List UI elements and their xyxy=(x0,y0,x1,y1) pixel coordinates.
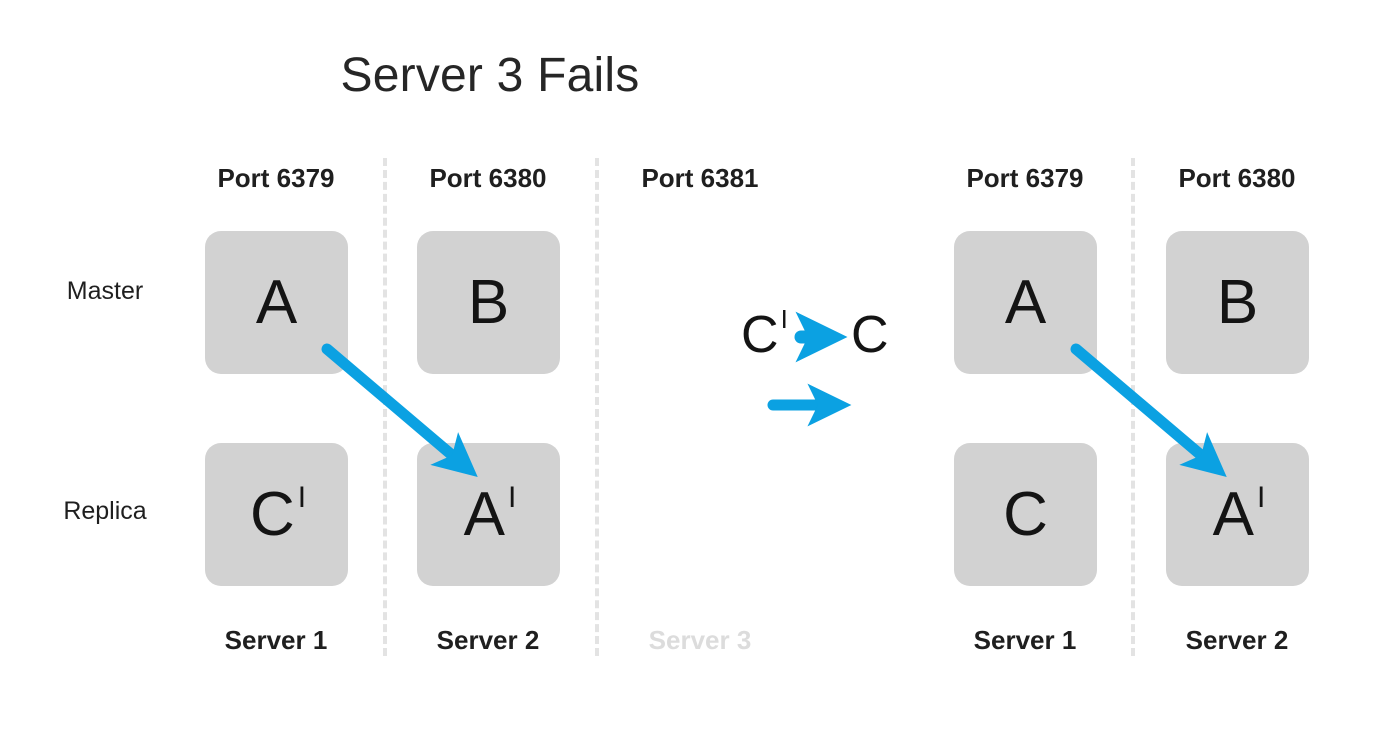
port-label-before-3: Port 6381 xyxy=(641,163,759,193)
column-divider-left-1 xyxy=(383,158,387,656)
node-glyph: A xyxy=(1004,267,1047,337)
page-title: Server 3 Fails xyxy=(340,49,640,102)
port-label-before-1: Port 6379 xyxy=(217,163,335,193)
node-after-s2-master[interactable]: B xyxy=(1166,231,1309,374)
node-before-s1-master[interactable]: A xyxy=(205,231,348,374)
transition-from-label: CI xyxy=(741,303,788,364)
server-label-after-1: Server 1 xyxy=(973,625,1077,655)
column-divider-right-1 xyxy=(1131,158,1135,656)
row-label-master: Master xyxy=(66,277,144,305)
node-after-s1-master[interactable]: A xyxy=(954,231,1097,374)
port-label-before-2: Port 6380 xyxy=(429,163,547,193)
port-label-after-1: Port 6379 xyxy=(966,163,1084,193)
column-divider-left-2 xyxy=(595,158,599,656)
server-label-before-2: Server 2 xyxy=(436,625,540,655)
server-label-after-2: Server 2 xyxy=(1185,625,1289,655)
server-label-before-1: Server 1 xyxy=(224,625,328,655)
node-glyph: A xyxy=(255,267,298,337)
node-after-s1-replica[interactable]: C xyxy=(954,443,1097,586)
node-glyph: C xyxy=(1003,479,1048,549)
node-glyph: B xyxy=(467,267,510,337)
port-label-after-2: Port 6380 xyxy=(1178,163,1296,193)
transition-to-label: C xyxy=(851,306,889,364)
node-before-s2-master[interactable]: B xyxy=(417,231,560,374)
row-label-replica: Replica xyxy=(63,497,147,525)
server-label-before-3-failed: Server 3 xyxy=(648,625,752,655)
node-glyph: B xyxy=(1216,267,1259,337)
